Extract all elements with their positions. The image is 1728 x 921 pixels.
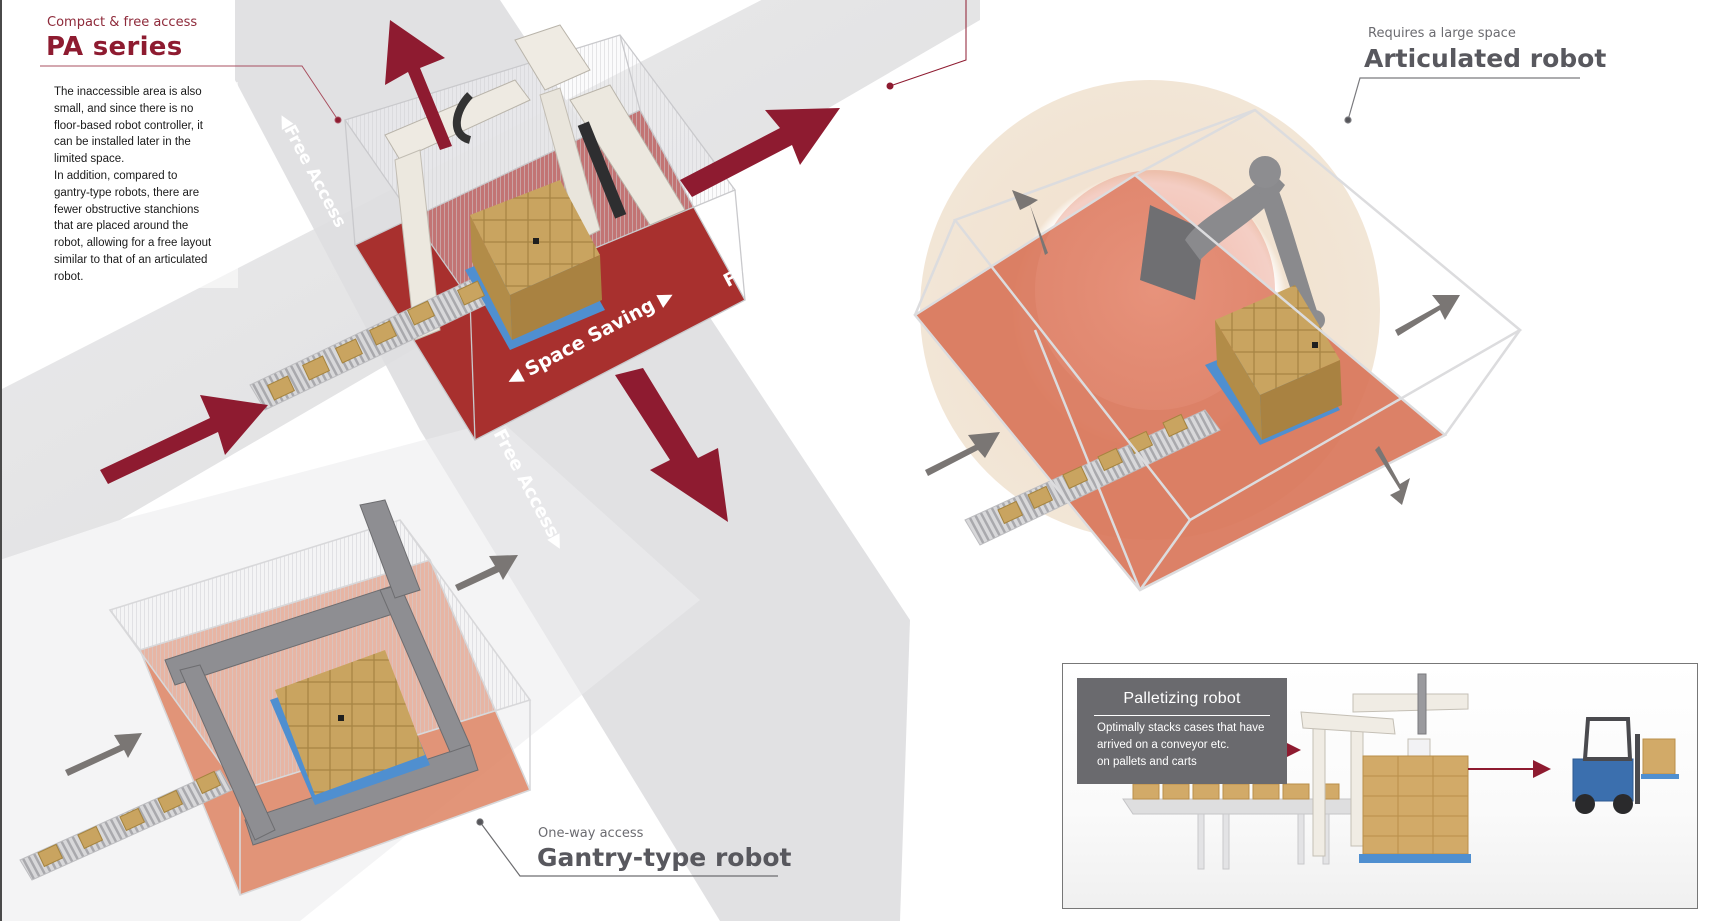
inset-conveyor-legs <box>1197 813 1330 870</box>
gantry-leader-line <box>476 818 778 877</box>
articulated-box-stack <box>1215 285 1342 440</box>
left-edge-border <box>0 0 2 921</box>
arrow-up-left <box>385 20 452 150</box>
pa-box-stack <box>470 180 602 340</box>
forklift-illustration <box>1572 717 1679 814</box>
articulated-subtitle: Requires a large space <box>1368 26 1516 41</box>
arrow-to-forklift <box>1468 760 1551 778</box>
palletizing-description: Optimally stacks cases that have arrived… <box>1097 720 1264 771</box>
palletizing-description-line: Optimally stacks cases that have <box>1097 722 1265 734</box>
palletizing-description-line: on pallets and carts <box>1097 756 1197 768</box>
gantry-box-stack <box>275 650 425 795</box>
palletizing-title: Palletizing robot <box>1123 690 1241 707</box>
pa-series-subtitle: Compact & free access <box>47 15 198 30</box>
gantry-conveyor-boxes <box>37 770 222 868</box>
inset-conveyor-boxes <box>1132 783 1340 800</box>
description-line: limited space. <box>54 153 125 166</box>
description-line: floor-based robot controller, it <box>54 119 203 132</box>
inset-box-grid <box>1363 756 1468 854</box>
pa-conveyor-boxes <box>266 280 486 401</box>
description-line: can be installed later in the <box>54 136 191 149</box>
articulated-fence <box>913 108 1523 592</box>
inset-box-stack <box>1362 755 1469 855</box>
gantry-subtitle: One-way access <box>538 826 644 841</box>
pa-series-description: The inaccessible area is also small, and… <box>50 82 238 288</box>
gantry-gray-arrows <box>65 555 518 776</box>
description-line: that are placed around the <box>54 220 189 233</box>
description-line: robot. <box>54 270 84 283</box>
arrow-up-right <box>680 108 840 197</box>
pa-robot <box>384 24 686 341</box>
arrow-down <box>615 368 728 522</box>
articulated-gray-arrows <box>925 190 1460 505</box>
articulated-title: Articulated robot <box>1364 44 1607 73</box>
articulated-leader-line <box>1344 77 1580 124</box>
articulated-conveyor-boxes <box>997 413 1189 525</box>
pa-series-title: PA series <box>46 32 183 62</box>
inset-robot <box>1300 673 1469 857</box>
pa-leader-line <box>40 65 342 124</box>
gantry-frame <box>164 499 479 846</box>
red-access-arrows <box>100 20 840 522</box>
arrow-in-left <box>100 395 268 484</box>
description-line: similar to that of an articulated <box>54 253 208 266</box>
description-line: In addition, compared to <box>54 169 178 182</box>
pa-leader-line-right <box>886 0 967 90</box>
description-line: The inaccessible area is also <box>54 86 202 98</box>
palletizing-label-box: Palletizing robot Optimally stacks cases… <box>1077 678 1287 784</box>
palletizing-illustration <box>1122 673 1679 870</box>
description-line: fewer obstructive stanchions <box>54 203 200 216</box>
description-line: robot, allowing for a free layout <box>54 237 212 250</box>
inset-pallet <box>1359 854 1471 863</box>
gantry-title: Gantry-type robot <box>537 843 792 872</box>
palletizing-description-line: arrived on a conveyor etc. <box>1097 739 1230 751</box>
description-line: small, and since there is no <box>54 102 194 115</box>
palletizing-divider <box>1094 715 1270 716</box>
inset-conveyor <box>1122 798 1382 815</box>
description-line: gantry-type robots, there are <box>54 186 200 199</box>
articulated-conveyor <box>964 409 1221 546</box>
palletizing-inset-panel: Palletizing robot Optimally stacks cases… <box>1062 663 1698 909</box>
